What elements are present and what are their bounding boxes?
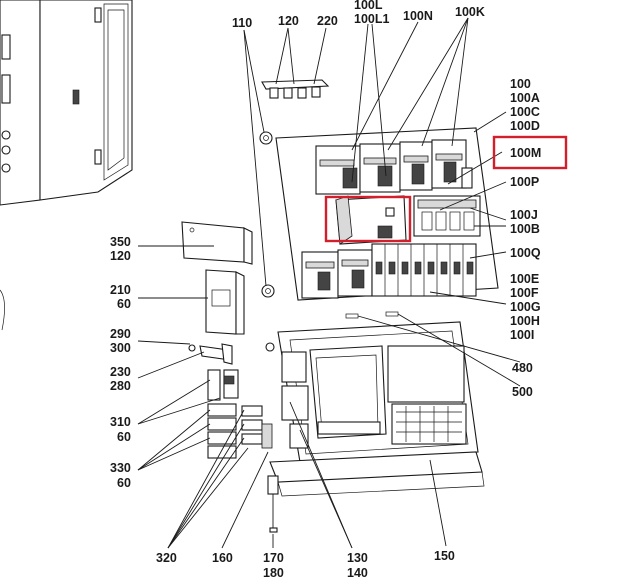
label-100L1: 100L1 <box>354 12 389 26</box>
label-350: 350 <box>110 235 131 249</box>
label-100L: 100L <box>354 0 383 12</box>
label-130: 130 <box>347 551 368 565</box>
label-100N: 100N <box>403 9 433 23</box>
relays-230 <box>207 369 239 401</box>
label-100E: 100E <box>510 272 539 286</box>
label-110: 110 <box>232 16 252 30</box>
highlight-box-100M-part <box>324 195 412 243</box>
label-100J: 100J <box>510 208 538 222</box>
leader-lines <box>137 17 521 549</box>
label-60-c: 60 <box>117 476 131 490</box>
label-180: 180 <box>263 566 284 580</box>
label-100B: 100B <box>510 222 540 236</box>
circuit-breakers <box>371 243 477 297</box>
lower-contactors <box>301 249 373 299</box>
label-480: 480 <box>512 361 533 375</box>
bracket-350 <box>181 221 253 265</box>
label-100A: 100A <box>510 91 540 105</box>
relay-module-100M <box>335 195 407 245</box>
label-100G: 100G <box>510 300 541 314</box>
overload-relays <box>413 195 481 237</box>
part-290 <box>188 343 233 365</box>
label-500: 500 <box>512 385 533 399</box>
label-120-left: 120 <box>110 249 131 263</box>
label-60-a: 60 <box>117 297 131 311</box>
label-290: 290 <box>110 327 131 341</box>
label-230: 230 <box>110 365 131 379</box>
label-100K: 100K <box>455 5 485 19</box>
label-160: 160 <box>212 551 233 565</box>
label-300: 300 <box>110 341 131 355</box>
label-280: 280 <box>110 379 131 393</box>
label-170: 170 <box>263 551 284 565</box>
label-120-top: 120 <box>278 14 299 28</box>
label-100F: 100F <box>510 286 539 300</box>
cabinet-door <box>0 0 133 331</box>
label-100C: 100C <box>510 105 540 119</box>
part-labels: 110 120 220 100L 100L1 100N 100K 100 100… <box>110 0 541 580</box>
label-140: 140 <box>347 566 368 580</box>
upper-contactors <box>315 139 473 195</box>
label-100H: 100H <box>510 314 540 328</box>
label-100Q: 100Q <box>510 246 541 260</box>
lower-tray <box>265 311 479 463</box>
bottom-plate-150 <box>269 451 485 497</box>
label-150: 150 <box>434 549 455 563</box>
label-220: 220 <box>317 14 338 28</box>
module-210 <box>205 269 245 335</box>
highlight-box-100M-label <box>492 135 568 170</box>
label-100M: 100M <box>510 146 541 160</box>
label-100I: 100I <box>510 328 534 342</box>
terminal-strip <box>261 79 330 99</box>
label-100: 100 <box>510 77 531 91</box>
label-330: 330 <box>110 461 131 475</box>
label-320: 320 <box>156 551 177 565</box>
label-100P: 100P <box>510 175 539 189</box>
label-60-b: 60 <box>117 430 131 444</box>
label-100D: 100D <box>510 119 540 133</box>
label-310: 310 <box>110 415 131 429</box>
label-210: 210 <box>110 283 131 297</box>
screw-170 <box>267 475 279 533</box>
